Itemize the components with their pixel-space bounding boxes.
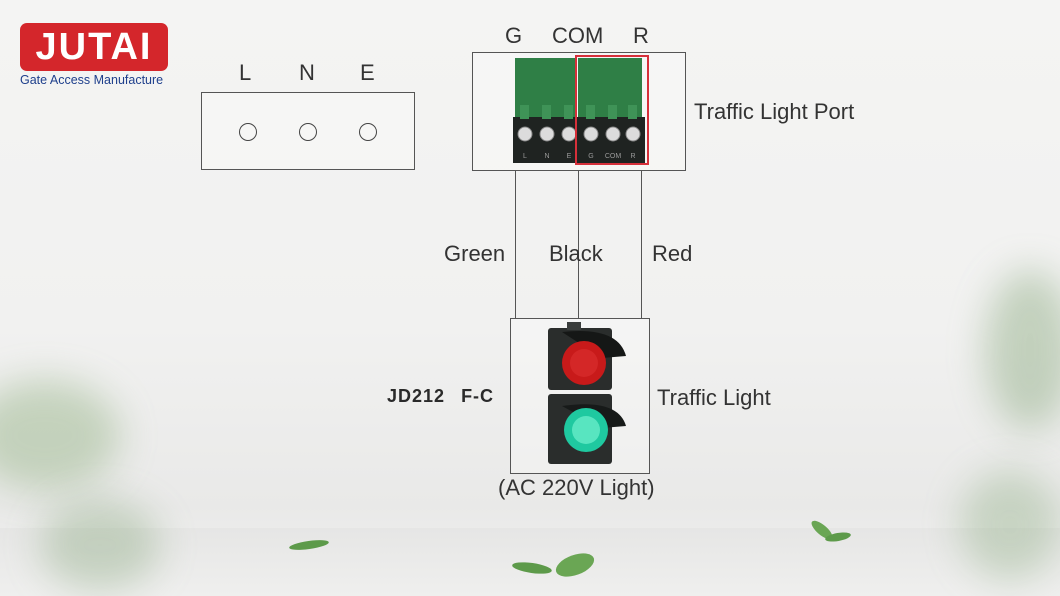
terminal-print-com: COM: [605, 153, 622, 160]
red-lamp-glow: [570, 349, 598, 377]
terminal-print-g: G: [588, 153, 593, 160]
leaf-4: [811, 520, 833, 540]
port-label-com: COM: [552, 23, 604, 48]
wire-label-green: Green: [444, 241, 506, 266]
traffic-light-image: [548, 322, 626, 464]
terminal-tab-1: [520, 105, 529, 119]
wire-black: [578, 170, 580, 318]
plant-blur-left-low: [40, 500, 160, 590]
brand-logo: JUTAI: [20, 23, 168, 71]
terminal-print-e: E: [567, 153, 572, 160]
wire-label-black: Black: [549, 241, 603, 266]
power-label-n: N: [299, 60, 315, 85]
terminal-print-l: L: [523, 153, 527, 160]
traffic-light-model: JD212 F-C: [387, 386, 494, 407]
terminal-hole-n: [299, 123, 317, 141]
terminal-screw-3: [561, 126, 577, 142]
terminal-print-n: N: [544, 153, 549, 160]
wire-green: [515, 170, 517, 318]
terminal-screw-4: [583, 126, 599, 142]
port-highlight-frame: [575, 55, 649, 165]
traffic-port-title: Traffic Light Port: [694, 99, 855, 124]
wire-red: [641, 170, 643, 318]
power-terminal-box: [201, 92, 415, 170]
green-lamp-glow: [572, 416, 600, 444]
model-variant: F-C: [461, 386, 495, 406]
terminal-hole-l: [239, 123, 257, 141]
terminal-tab-5: [608, 105, 617, 119]
terminal-tab-6: [628, 105, 637, 119]
traffic-light-spec: (AC 220V Light): [498, 475, 655, 500]
brand-tagline: Gate Access Manufacture: [20, 73, 164, 87]
terminal-screw-2: [539, 126, 555, 142]
plant-blur-left: [0, 380, 120, 490]
wire-label-red: Red: [652, 241, 693, 266]
terminal-screw-5: [605, 126, 621, 142]
leaf-2: [555, 553, 595, 577]
terminal-screw-1: [517, 126, 533, 142]
port-label-r: R: [633, 23, 649, 48]
terminal-tab-3: [564, 105, 573, 119]
traffic-light-title: Traffic Light: [657, 385, 771, 410]
leaf-5: [825, 532, 851, 542]
terminal-tab-4: [586, 105, 595, 119]
power-label-l: L: [239, 60, 252, 85]
terminal-hole-e: [359, 123, 377, 141]
light-mount-top: [567, 322, 581, 330]
port-label-g: G: [505, 23, 523, 48]
power-label-e: E: [360, 60, 375, 85]
floor-backdrop: [0, 528, 1060, 596]
terminal-tab-2: [542, 105, 551, 119]
plant-blur-right-low: [960, 470, 1060, 580]
terminal-print-r: R: [630, 153, 635, 160]
leaf-1: [289, 540, 329, 550]
terminal-block-base: [513, 117, 645, 163]
model-number: JD212: [387, 386, 446, 406]
terminal-screw-6: [625, 126, 641, 142]
plant-blur-right: [985, 270, 1060, 430]
terminal-block: L N E G COM R: [513, 58, 645, 163]
leaf-3: [512, 562, 552, 574]
